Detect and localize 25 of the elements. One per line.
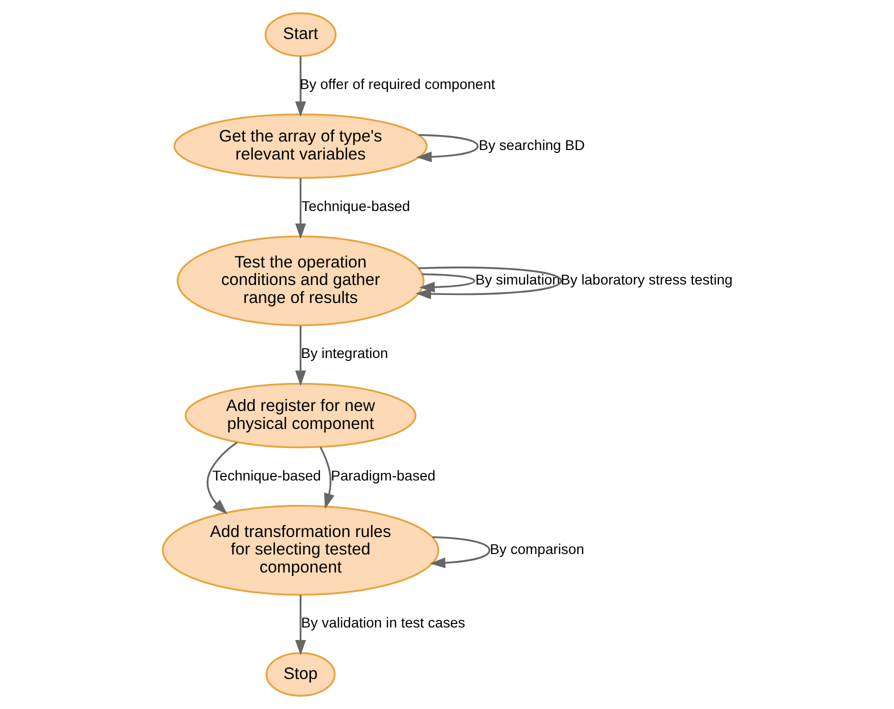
edge-label: By simulation xyxy=(474,272,560,289)
edge-label: Paradigm-based xyxy=(330,468,435,484)
arrow xyxy=(418,273,475,293)
edge-label: By comparison xyxy=(489,542,584,558)
arrow xyxy=(206,442,238,514)
arrow xyxy=(416,134,478,162)
edge-label: By laboratory stress testing xyxy=(560,272,732,289)
arrow xyxy=(294,178,306,239)
edge-label: Technique-based xyxy=(212,468,320,484)
edge-label: By validation in test cases xyxy=(300,616,465,632)
arrow xyxy=(429,536,490,568)
node-ellipse: Test the operation conditions and gather range of results xyxy=(176,235,424,326)
arrow xyxy=(294,595,306,656)
node-ellipse: Stop xyxy=(265,652,336,697)
node-ellipse: Get the array of type's relevant variables xyxy=(173,113,428,179)
arrow xyxy=(294,326,306,386)
edge-label: Technique-based xyxy=(301,198,410,215)
arrow xyxy=(319,446,334,509)
edge-label: By searching BD xyxy=(478,138,584,154)
edge-label: By integration xyxy=(300,346,388,362)
node-ellipse: Add register for new physical component xyxy=(184,382,416,448)
arrow xyxy=(415,266,562,300)
arrow xyxy=(294,56,306,117)
node-ellipse: Add transformation rules for selecting tested component xyxy=(161,504,439,596)
node-ellipse: Start xyxy=(264,12,336,57)
